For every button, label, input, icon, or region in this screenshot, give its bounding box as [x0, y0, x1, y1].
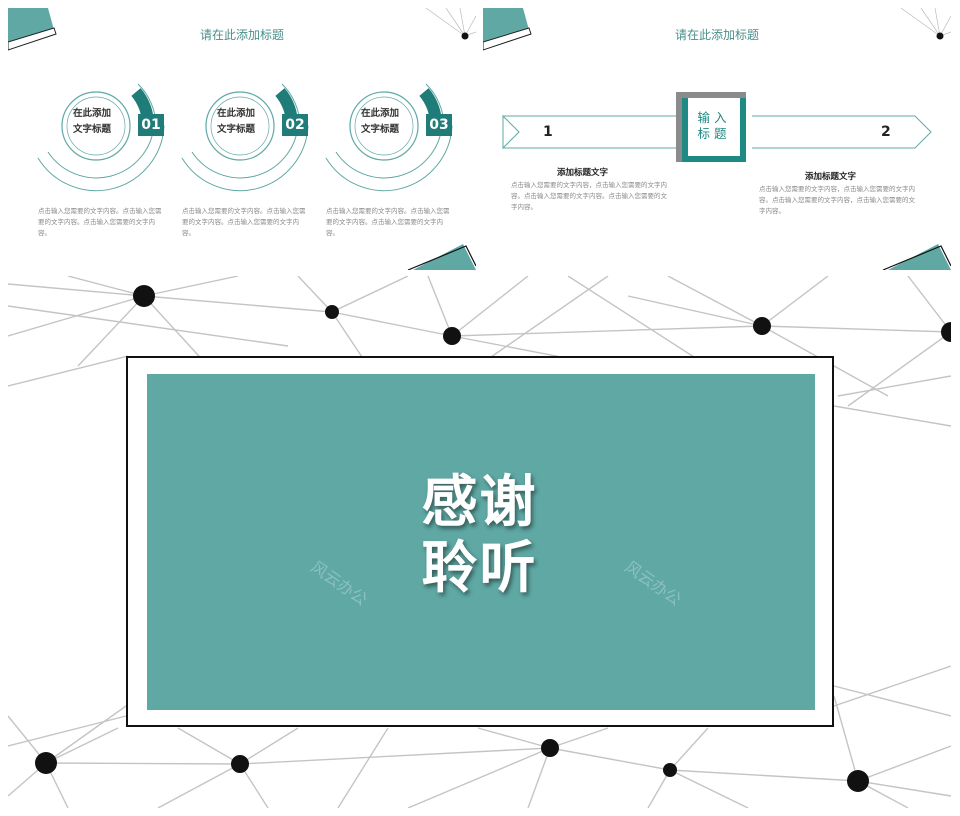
thanks-line-1: 感谢: [421, 470, 538, 535]
step-number-1: 1: [543, 124, 553, 140]
network-background: [8, 276, 951, 808]
ring-graphic: [181, 83, 309, 192]
thanks-panel: [147, 374, 815, 710]
slide-thanks: 风云办公 风云办公 感谢 聆听: [8, 276, 951, 808]
left-subtitle: 添加标题文字: [557, 168, 609, 178]
circle-item-3: 在此添加 文字标题 03: [320, 78, 460, 218]
slide2-decoration: [483, 8, 951, 270]
circle-title: 在此添加 文字标题: [72, 108, 111, 135]
circle-description: 点击输入您需要的文字内容。点击输入您需要的文字内容。点击输入您需要的文字内容。: [182, 207, 306, 237]
right-subtitle: 添加标题文字: [805, 172, 857, 182]
circle-title: 在此添加 文字标题: [360, 108, 399, 135]
slide-three-circles: 请在此添加标题 在此添加 文字标题 01 点击输入您需要的文字内容。点击输入您需…: [8, 8, 476, 270]
ring-graphic: [37, 83, 165, 192]
circle-number-badge: 01: [138, 114, 164, 136]
slide-two-steps: 请在此添加标题 1 2 输入 标题 添加标题文字 点击输入您需要的文字内容，点击…: [483, 8, 951, 270]
right-description: 点击输入您需要的文字内容，点击输入您需要的文字内容。点击输入您需要的文字内容，点…: [759, 185, 915, 215]
circle-description: 点击输入您需要的文字内容。点击输入您需要的文字内容。点击输入您需要的文字内容。: [326, 207, 450, 237]
step-number-2: 2: [881, 124, 891, 140]
thanks-line-2: 聆听: [421, 536, 538, 601]
center-box: [682, 98, 746, 162]
circle-title: 在此添加 文字标题: [216, 108, 255, 135]
left-description: 点击输入您需要的文字内容，点击输入您需要的文字内容。点击输入您需要的文字内容。点…: [511, 181, 667, 211]
slide1-decoration: [8, 8, 476, 270]
slide2-title: 请在此添加标题: [674, 28, 759, 42]
circle-item-2: 在此添加 文字标题 02: [176, 78, 316, 218]
ring-graphic: [325, 83, 453, 192]
circle-item-1: 在此添加 文字标题 01: [32, 78, 172, 218]
slide1-title: 请在此添加标题: [199, 28, 284, 42]
circle-number-badge: 02: [282, 114, 308, 136]
circle-description: 点击输入您需要的文字内容。点击输入您需要的文字内容。点击输入您需要的文字内容。: [38, 207, 162, 237]
center-title: 输入 标题: [697, 110, 731, 141]
circle-number-badge: 03: [426, 114, 452, 136]
thanks-title: 感谢 聆听: [8, 470, 951, 602]
